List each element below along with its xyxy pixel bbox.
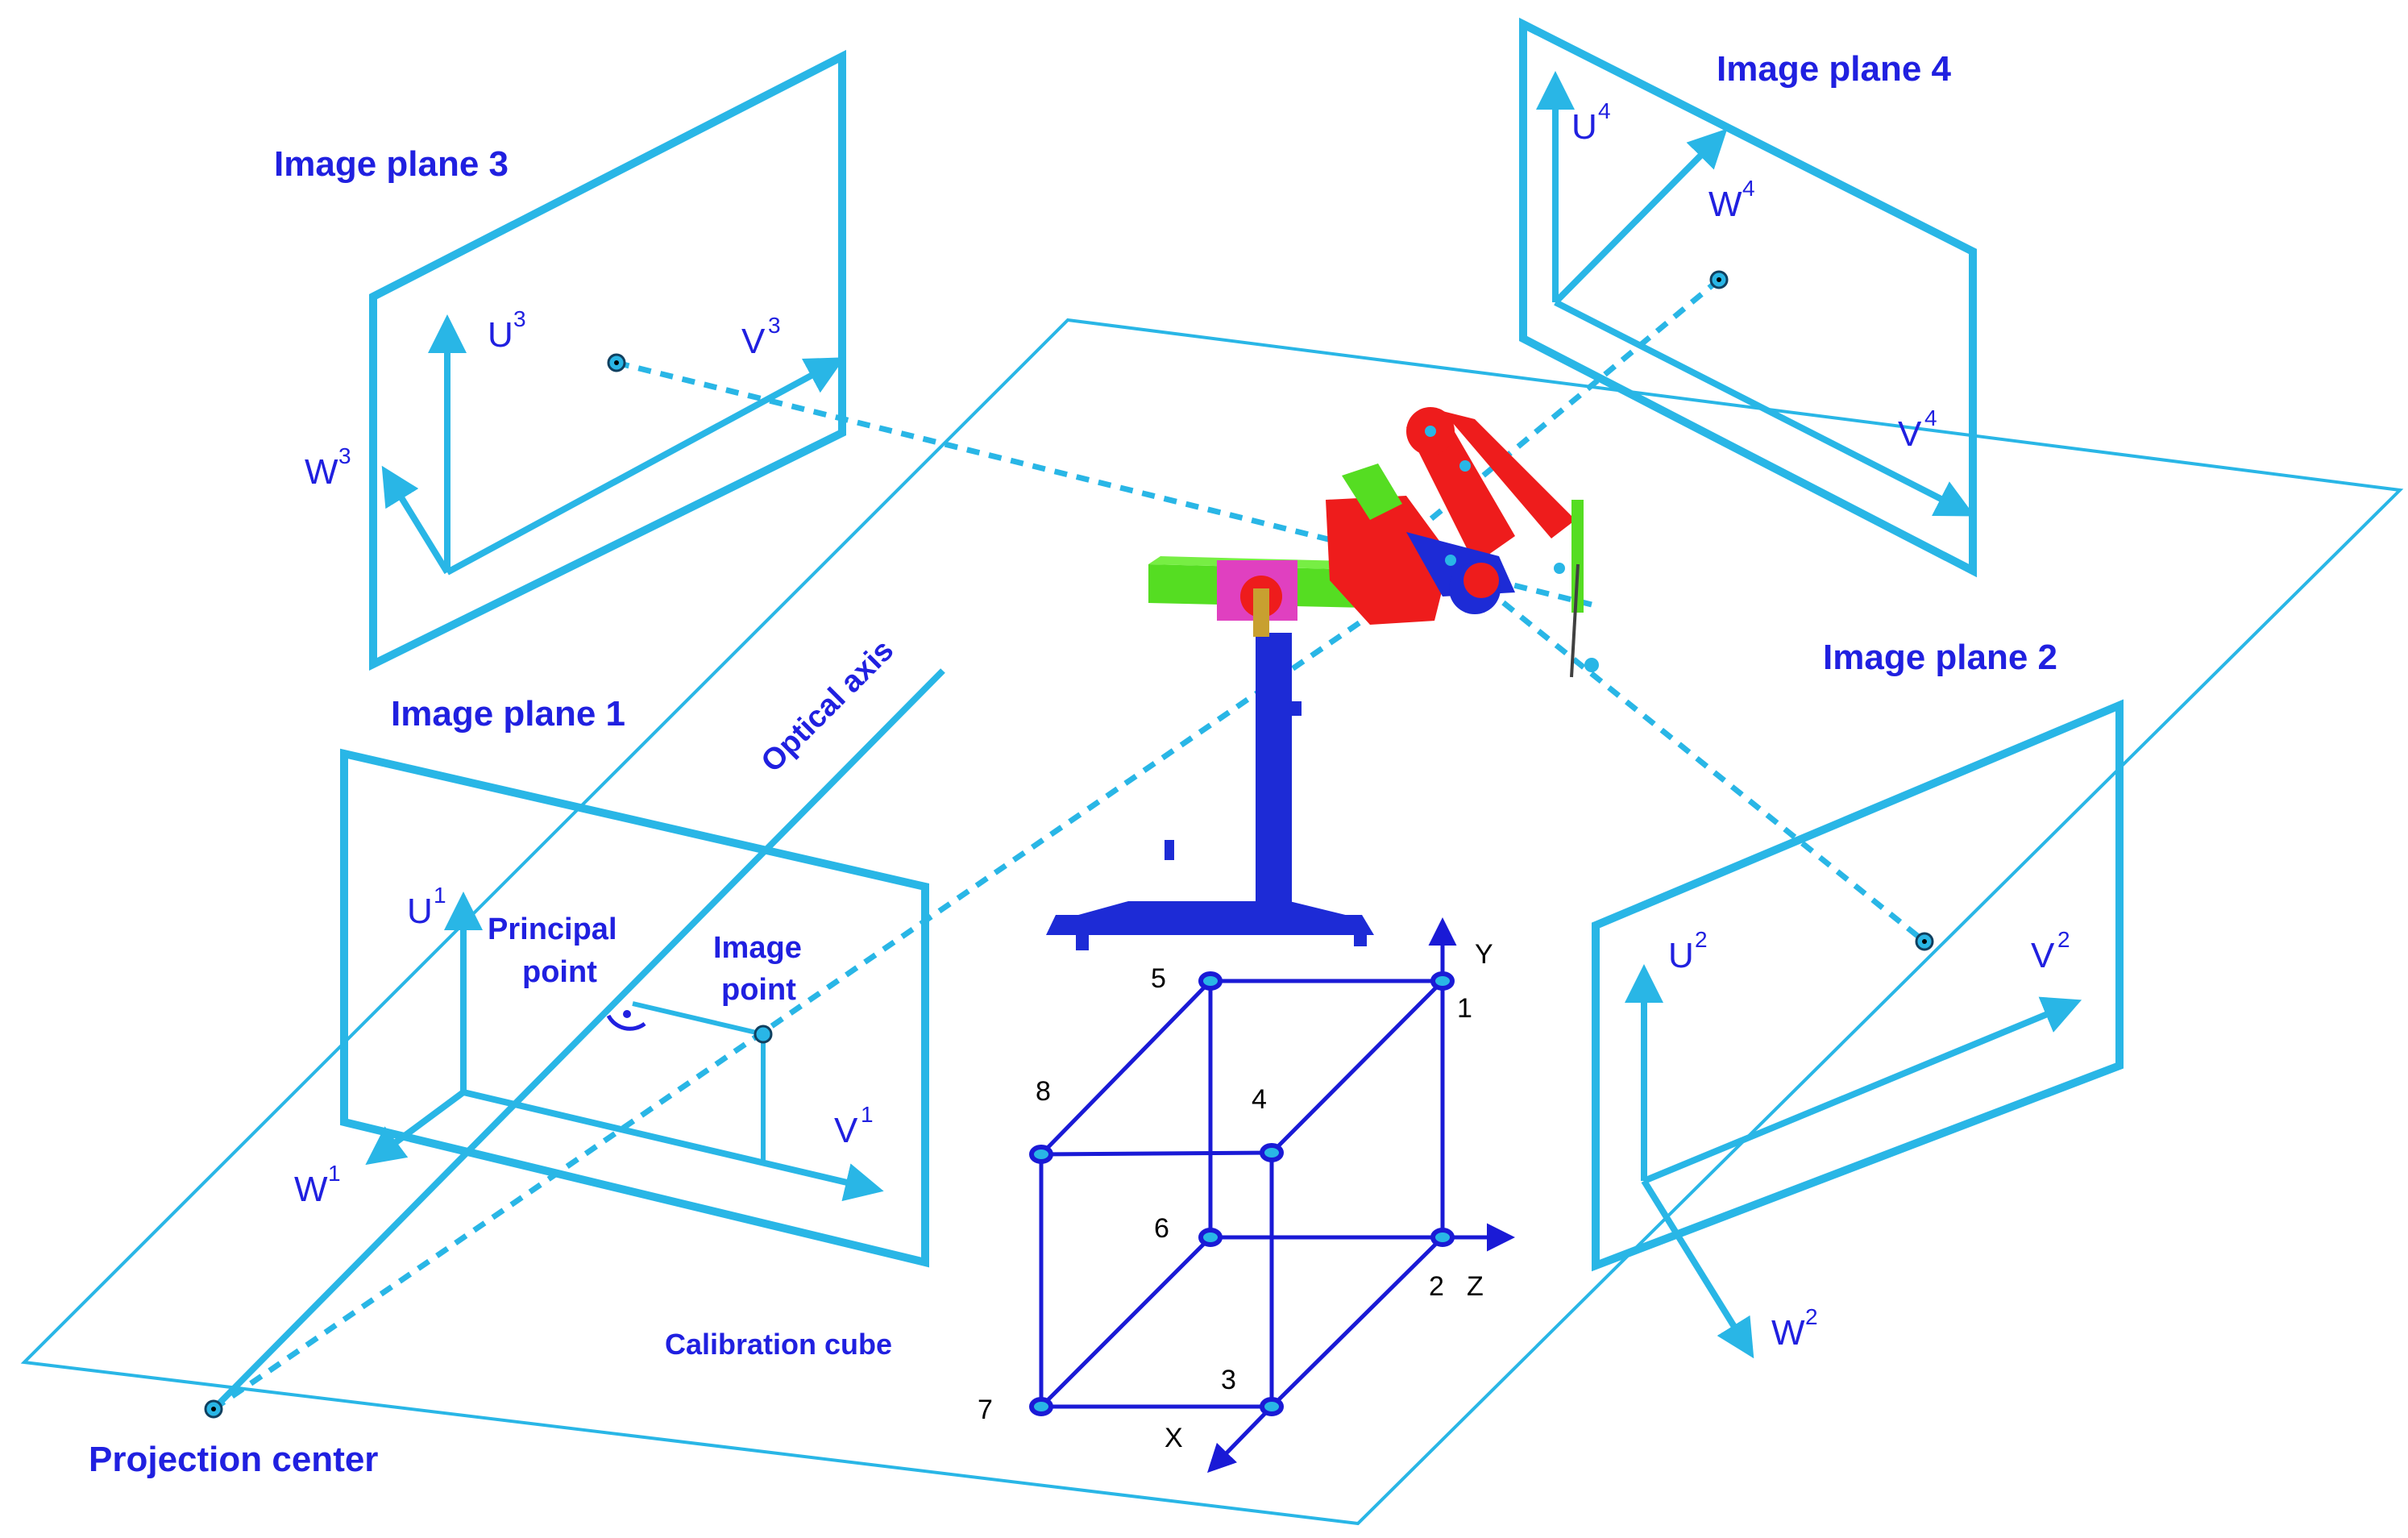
cube-corner-5: 5 [1151, 963, 1166, 994]
image-plane-3 [369, 49, 846, 671]
optical-axis-line [211, 668, 945, 1411]
axis-v1: V [834, 1111, 858, 1150]
axis-v2: V [2031, 936, 2055, 975]
axis-w2: W [1771, 1313, 1805, 1353]
cube-corner-2: 2 [1429, 1271, 1444, 1302]
axis-v3-sup: 3 [768, 313, 781, 338]
optical-axis-label: Optical axis [755, 634, 901, 779]
image-plane-3-label: Image plane 3 [274, 144, 509, 184]
axis-w4: W [1708, 185, 1742, 224]
cube-corner-8: 8 [1036, 1076, 1051, 1107]
cube-axis-x: X [1165, 1423, 1183, 1453]
image-plane-4-label: Image plane 4 [1717, 49, 1952, 89]
calibration-cube-label: Calibration cube [665, 1328, 892, 1361]
image-plane-1 [340, 748, 929, 1268]
axis-u2: U [1668, 936, 1694, 975]
axis-u2-sup: 2 [1695, 927, 1708, 952]
axis-w1: W [294, 1170, 328, 1209]
axis-v3: V [741, 322, 766, 361]
axis-v4-sup: 4 [1924, 405, 1937, 430]
axis-w2-sup: 2 [1805, 1304, 1818, 1329]
axis-w3: W [305, 452, 338, 492]
cube-corner-3: 3 [1221, 1365, 1236, 1395]
axis-v4: V [1898, 414, 1922, 454]
point-markers [204, 270, 1934, 1419]
cube-corner-1: 1 [1457, 993, 1472, 1024]
axis-w4-sup: 4 [1742, 176, 1755, 201]
axis-u3-sup: 3 [513, 306, 526, 331]
axis-u4: U [1571, 107, 1597, 147]
axis-u3: U [488, 315, 513, 355]
cube-axis-z: Z [1467, 1271, 1484, 1302]
image-plane-2-label: Image plane 2 [1823, 638, 2057, 677]
axis-v1-sup: 1 [861, 1102, 874, 1127]
calibration-cube [1039, 917, 1515, 1474]
axis-u1-sup: 1 [434, 883, 446, 908]
image-plane-1-label: Image plane 1 [391, 694, 625, 734]
image-plane-2 [1592, 699, 2124, 1359]
image-plane-4 [1519, 17, 1977, 578]
cube-corner-7: 7 [978, 1395, 993, 1425]
principal-point-label-1: Principal [488, 912, 617, 946]
cube-corner-markers [1029, 971, 1455, 1416]
principal-point-label-2: point [522, 955, 597, 989]
cube-corner-4: 4 [1252, 1084, 1267, 1115]
axis-u1: U [407, 892, 433, 931]
axis-v2-sup: 2 [2057, 927, 2070, 952]
cube-axis-y: Y [1475, 939, 1493, 970]
ground-plane [20, 318, 2404, 1526]
image-point-label-2: point [721, 973, 796, 1007]
axis-w3-sup: 3 [338, 443, 351, 468]
axis-w1-sup: 1 [328, 1161, 341, 1186]
axis-u4-sup: 4 [1598, 98, 1611, 123]
image-point-label-1: Image [713, 931, 802, 965]
robot-icon [1046, 407, 1584, 950]
right-angle-marker [606, 1010, 646, 1031]
projection-center-label: Projection center [89, 1440, 378, 1479]
cube-corner-6: 6 [1154, 1213, 1169, 1244]
